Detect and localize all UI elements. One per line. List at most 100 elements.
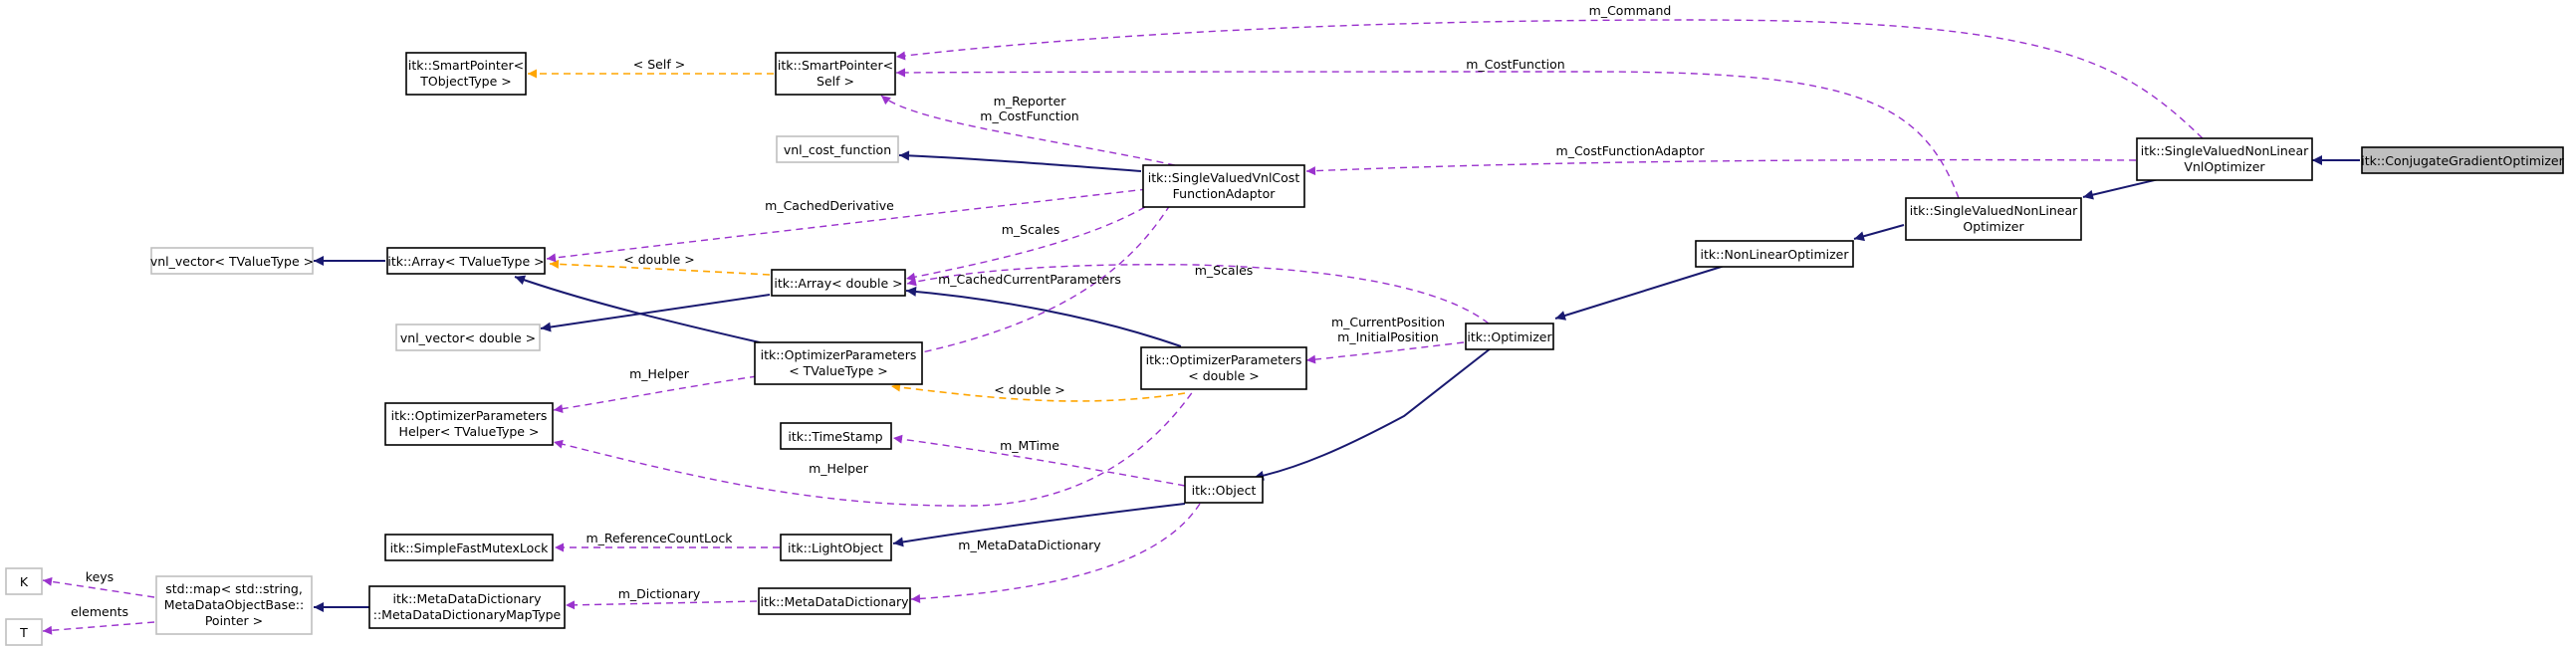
node-optimizer-parameters-tvaluetype[interactable]: itk::OptimizerParameters < TValueType > bbox=[754, 341, 923, 385]
node-text: itk::SimpleFastMutexLock bbox=[390, 541, 550, 555]
label-m-helper-bottom: m_Helper bbox=[809, 461, 869, 476]
node-text: itk::SingleValuedNonLinear bbox=[1910, 203, 2078, 218]
node-smart-pointer-self[interactable]: itk::SmartPointer< Self > bbox=[775, 52, 896, 96]
label-m-costfunction: m_CostFunction bbox=[1466, 57, 1564, 72]
label-m-mtime: m_MTime bbox=[1000, 438, 1059, 453]
node-t[interactable]: T bbox=[5, 618, 43, 646]
node-text: ::MetaDataDictionaryMapType bbox=[373, 607, 562, 622]
label-m-reporter-1: m_Reporter bbox=[994, 94, 1067, 108]
label-m-reporter-2: m_CostFunction bbox=[980, 108, 1078, 123]
edge-m-helper-bottom bbox=[553, 372, 1206, 507]
label-double-tmpl-params: < double > bbox=[994, 382, 1065, 397]
edge-svnl-vnl-to-svnl bbox=[2082, 178, 2160, 200]
edge-optparams-d-to-array-d bbox=[905, 286, 1182, 347]
label-m-dictionary: m_Dictionary bbox=[618, 586, 701, 601]
edge-svnl-to-nonlinear bbox=[1853, 224, 1905, 242]
node-meta-data-dictionary-map-type[interactable]: itk::MetaDataDictionary ::MetaDataDictio… bbox=[368, 585, 566, 629]
node-std-map[interactable]: std::map< std::string, MetaDataObjectBas… bbox=[155, 575, 313, 635]
node-vnl-vector-double[interactable]: vnl_vector< double > bbox=[395, 324, 541, 351]
edge-m-command bbox=[895, 19, 2204, 139]
node-text: itk::MetaDataDictionary bbox=[760, 594, 909, 609]
edge-keys bbox=[42, 576, 155, 598]
node-meta-data-dictionary[interactable]: itk::MetaDataDictionary bbox=[758, 587, 911, 615]
node-text: itk::Object bbox=[1192, 483, 1257, 498]
edge-optimizer-to-object bbox=[1253, 347, 1492, 481]
edge-elements bbox=[42, 621, 155, 635]
node-text: itk::Array< double > bbox=[774, 276, 902, 291]
node-text: Helper< TValueType > bbox=[399, 424, 540, 439]
node-array-double[interactable]: itk::Array< double > bbox=[771, 269, 906, 297]
node-k[interactable]: K bbox=[5, 567, 43, 595]
node-conjugate-gradient-optimizer[interactable]: itk::ConjugateGradientOptimizer bbox=[2361, 146, 2565, 174]
node-text: vnl_cost_function bbox=[784, 142, 891, 157]
node-text: Self > bbox=[817, 74, 854, 89]
label-double-tmpl-array: < double > bbox=[623, 252, 695, 267]
node-text: TObjectType > bbox=[419, 74, 512, 89]
label-self-tmpl: < Self > bbox=[633, 57, 685, 72]
node-smart-pointer-tobjecttype[interactable]: itk::SmartPointer< TObjectType > bbox=[405, 52, 527, 96]
node-text: itk::Array< TValueType > bbox=[387, 254, 544, 269]
label-m-position-1: m_CurrentPosition bbox=[1331, 315, 1445, 329]
edge-m-reporter bbox=[880, 95, 1176, 166]
node-text: Optimizer bbox=[1963, 219, 2024, 234]
label-m-scales-opt: m_Scales bbox=[1195, 263, 1254, 278]
node-optimizer-parameters-helper[interactable]: itk::OptimizerParameters Helper< TValueT… bbox=[384, 402, 554, 446]
label-m-cachedderivative: m_CachedDerivative bbox=[765, 198, 894, 213]
edge-m-costfunctionadaptor bbox=[1305, 158, 2137, 176]
label-elements: elements bbox=[71, 604, 128, 619]
node-vnl-vector-tvaluetype[interactable]: vnl_vector< TValueType > bbox=[150, 247, 314, 275]
edge-m-position bbox=[1305, 341, 1465, 364]
label-m-helper-top: m_Helper bbox=[629, 366, 690, 381]
edge-adaptor-to-vnl-cost bbox=[898, 150, 1142, 172]
node-light-object[interactable]: itk::LightObject bbox=[780, 534, 892, 561]
node-object[interactable]: itk::Object bbox=[1184, 476, 1264, 504]
node-nonlinear-optimizer[interactable]: itk::NonLinearOptimizer bbox=[1695, 240, 1854, 268]
edge-m-costfunction bbox=[895, 68, 1960, 199]
node-single-valued-nonlinear-vnl-optimizer[interactable]: itk::SingleValuedNonLinear VnlOptimizer bbox=[2136, 137, 2313, 181]
edge-m-helper-top bbox=[553, 375, 758, 414]
node-text: itk::NonLinearOptimizer bbox=[1701, 247, 1850, 262]
node-text: itk::SmartPointer< bbox=[408, 58, 524, 73]
node-text: itk::Optimizer bbox=[1467, 329, 1552, 344]
node-text: itk::ConjugateGradientOptimizer bbox=[2361, 153, 2564, 168]
node-text: K bbox=[20, 574, 29, 589]
node-text: itk::OptimizerParameters bbox=[761, 347, 917, 362]
edge-m-scales-adaptor bbox=[905, 200, 1156, 282]
node-text: itk::OptimizerParameters bbox=[391, 408, 548, 423]
edge-object-to-lightobject bbox=[892, 503, 1186, 547]
node-text: < TValueType > bbox=[789, 363, 888, 378]
node-text: itk::LightObject bbox=[788, 541, 883, 555]
node-text: FunctionAdaptor bbox=[1173, 186, 1277, 201]
edge-m-scales-opt bbox=[906, 264, 1490, 325]
label-m-command: m_Command bbox=[1589, 3, 1672, 18]
node-single-valued-nonlinear-optimizer[interactable]: itk::SingleValuedNonLinear Optimizer bbox=[1905, 197, 2082, 241]
node-text: itk::SmartPointer< bbox=[778, 58, 893, 73]
node-text: itk::SingleValuedNonLinear bbox=[2141, 143, 2309, 158]
node-text: vnl_vector< TValueType > bbox=[150, 254, 314, 269]
node-vnl-cost-function[interactable]: vnl_cost_function bbox=[776, 135, 899, 163]
edge-optparams-d-tmpl bbox=[890, 382, 1186, 402]
node-time-stamp[interactable]: itk::TimeStamp bbox=[780, 422, 892, 450]
node-text: itk::SingleValuedVnlCost bbox=[1148, 170, 1300, 185]
label-m-metadatadictionary: m_MetaDataDictionary bbox=[958, 538, 1101, 552]
edge-m-mtime bbox=[892, 434, 1186, 487]
label-keys: keys bbox=[86, 569, 114, 584]
edge-m-cachedderivative bbox=[546, 188, 1148, 263]
edge-optparams-t-to-array-t bbox=[514, 275, 765, 344]
label-m-cachedcurrentparameters: m_CachedCurrentParameters bbox=[938, 272, 1121, 287]
node-text: std::map< std::string, bbox=[165, 581, 303, 596]
node-optimizer[interactable]: itk::Optimizer bbox=[1465, 323, 1554, 350]
edge-m-dictionary bbox=[565, 600, 758, 610]
label-m-position-2: m_InitialPosition bbox=[1337, 329, 1439, 344]
edge-m-metadatadictionary bbox=[910, 503, 1201, 603]
node-optimizer-parameters-double[interactable]: itk::OptimizerParameters < double > bbox=[1140, 346, 1307, 390]
node-array-tvaluetype[interactable]: itk::Array< TValueType > bbox=[386, 247, 546, 275]
label-m-scales-adaptor: m_Scales bbox=[1002, 222, 1060, 237]
node-single-valued-vnl-cost-function-adaptor[interactable]: itk::SingleValuedVnlCost FunctionAdaptor bbox=[1142, 164, 1305, 208]
node-text: MetaDataObjectBase:: bbox=[164, 597, 304, 612]
node-text: itk::TimeStamp bbox=[788, 429, 882, 444]
node-text: itk::MetaDataDictionary bbox=[392, 591, 542, 606]
node-simple-fast-mutex-lock[interactable]: itk::SimpleFastMutexLock bbox=[384, 534, 554, 561]
edge-nonlinear-to-optimizer bbox=[1554, 264, 1729, 321]
